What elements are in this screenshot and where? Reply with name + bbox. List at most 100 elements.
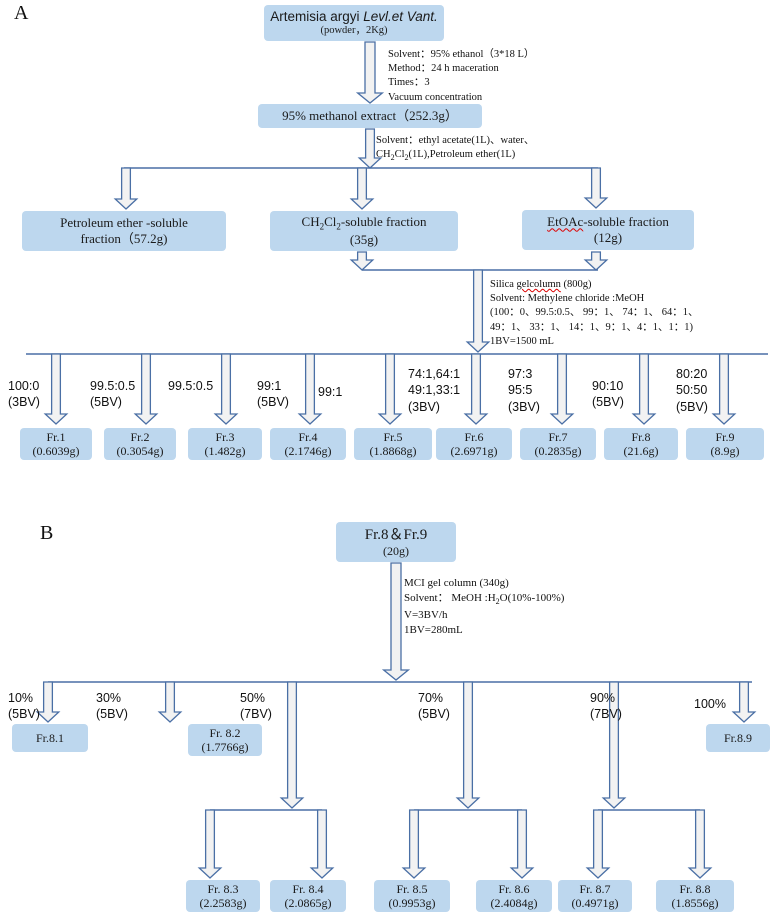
dcm-line1: CH2Cl2-soluble fraction [301,214,427,232]
step2-notes: Solvent：ethyl acetate(1L)、water、 CH2Cl2(… [376,134,534,164]
mci-bv: 1BV=280mL [404,623,463,636]
fraction-a-mass: (0.2835g) [534,444,582,458]
flow-arrow-8 [465,269,491,353]
fraction-a-mass: (2.1746g) [284,444,332,458]
fraction-a-box-6: Fr.6(2.6971g) [436,428,512,460]
flow-arrow-16 [631,353,657,425]
step1-vacuum: Vacuum concentration [388,91,483,103]
fraction-b-box-3: Fr.8.9 [706,724,770,752]
fraction-a-label-5: 99:1 [318,384,342,400]
fraction-a-box-3: Fr.3(1.482g) [188,428,262,460]
flow-arrow-7 [583,251,609,271]
panel-label-a: A [14,2,29,24]
flow-arrow-9 [43,353,69,425]
fraction-a-name: Fr.1 [46,429,66,444]
fraction-a-label-line: (5BV) [257,395,289,410]
fraction-b-label-3: 50% (7BV) [240,690,272,723]
fraction-a-box-7: Fr.7(0.2835g) [520,428,596,460]
fraction-b-name: Fr.8.1 [35,730,64,745]
fraction-a-label-line: 90:10 [592,379,624,393]
flow-arrow-30 [687,809,713,879]
fraction-b-label-line: 50% [240,691,266,705]
silica-bv: 1BV=1500 mL [490,335,554,347]
fraction-b-label-line: (7BV) [240,707,272,722]
flow-arrow-17 [711,353,737,425]
fraction-a-box-9: Fr.9(8.9g) [686,428,764,460]
fraction-a-label-line: (5BV) [676,399,708,414]
fraction-a-label-3: 99.5:0.5 [168,378,213,394]
b-top-name: Fr.8＆Fr.9 [364,526,428,543]
silica-ratios2: 49：1、 33：1、 14：1、9：1、4：1、1：1) [490,321,693,333]
fraction-b-label-line: (5BV) [8,707,40,722]
step2-line1: Solvent：ethyl acetate(1L)、water、 [376,135,535,146]
flow-arrow-24 [731,681,757,723]
silica-solvent: Solvent: Methylene chloride :MeOH [490,293,645,305]
step2-line2: CH2Cl2(1L),Petroleum ether(1L) [376,149,516,163]
fraction-a-label-line: 100:0 [8,379,40,393]
fraction-a-label-line: 99.5:0.5 [168,379,214,393]
flow-arrow-13 [377,353,403,425]
fraction-a-label-line: 97:3 [508,367,533,381]
fraction-a-box-8: Fr.8(21.6g) [604,428,678,460]
fraction-b-name: Fr.8.9 [723,730,752,745]
fraction-b-mass: (2.0865g) [284,896,332,910]
flow-arrow-5 [583,167,609,209]
flow-arrow-29 [585,809,611,879]
fraction-a-label-8: 90:10(5BV) [592,378,624,411]
flow-arrow-22 [455,681,481,809]
box-ch2cl2-fraction: CH2Cl2-soluble fraction (35g) [270,211,458,251]
panel-label-b: B [40,522,54,544]
flow-arrow-4 [349,167,375,210]
flow-arrow-2 [357,128,383,169]
fraction-b-mass: (1.8556g) [671,896,719,910]
fraction-a-mass: (8.9g) [710,444,740,458]
fraction-b-name: Fr. 8.5 [396,881,428,896]
fraction-b-name: Fr. 8.3 [207,881,239,896]
fraction-a-label-line: 80:20 [676,367,708,381]
box-artemisia: Artemisia argyi Levl.et Vant. (powder，2K… [264,5,444,41]
fraction-a-mass: (21.6g) [623,444,659,458]
fraction-b-box-4: Fr. 8.3(2.2583g) [186,880,260,912]
flow-arrow-18 [381,562,411,681]
fraction-a-mass: (1.8868g) [369,444,417,458]
flow-arrow-21 [279,681,305,809]
fraction-b-mass: (0.9953g) [388,896,436,910]
fraction-b-label-line: (5BV) [418,707,450,722]
b-top-mass: (20g) [383,543,409,558]
fraction-a-label-line: (5BV) [90,395,122,410]
fraction-b-box-8: Fr. 8.7(0.4971g) [558,880,632,912]
fraction-b-name: Fr. 8.4 [292,881,324,896]
fraction-b-label-line: (5BV) [96,707,128,722]
fraction-a-box-4: Fr.4(2.1746g) [270,428,346,460]
fraction-a-name: Fr.6 [464,429,484,444]
fraction-b-mass: (2.2583g) [199,896,247,910]
fraction-a-label-line: (3BV) [508,399,540,414]
flow-arrow-12 [297,353,323,425]
mci-notes: MCI gel column (340g) Solvent： MeOH :H2O… [404,576,564,638]
flow-arrow-3 [113,167,139,210]
flow-arrow-26 [309,809,335,879]
fraction-b-box-9: Fr. 8.8(1.8556g) [656,880,734,912]
fraction-b-box-6: Fr. 8.5(0.9953g) [374,880,450,912]
flow-arrow-19 [35,681,61,723]
flow-arrow-1 [355,41,385,104]
fraction-b-name: Fr. 8.7 [579,881,611,896]
fraction-b-label-line: 70% [418,691,444,705]
fraction-a-name: Fr.2 [130,429,150,444]
fraction-a-box-5: Fr.5(1.8868g) [354,428,432,460]
step1-method: Method：24 h maceration [388,63,499,75]
mci-flow: V=3BV/h [404,608,448,621]
fraction-b-name: Fr. 8.8 [679,881,711,896]
dcm-line2: (35g) [349,232,379,248]
extract-label: 95% methanol extract（252.3g） [282,108,458,124]
fraction-b-label-6: 100% [694,696,726,712]
fraction-a-label-line: (3BV) [8,395,40,410]
box-extract: 95% methanol extract（252.3g） [258,104,482,128]
fraction-b-label-line: (7BV) [590,707,622,722]
fraction-b-label-5: 90%(7BV) [590,690,622,723]
silica-line1: Silica gelcolumn (800g) [490,279,592,290]
fraction-b-mass: (0.4971g) [571,896,619,910]
